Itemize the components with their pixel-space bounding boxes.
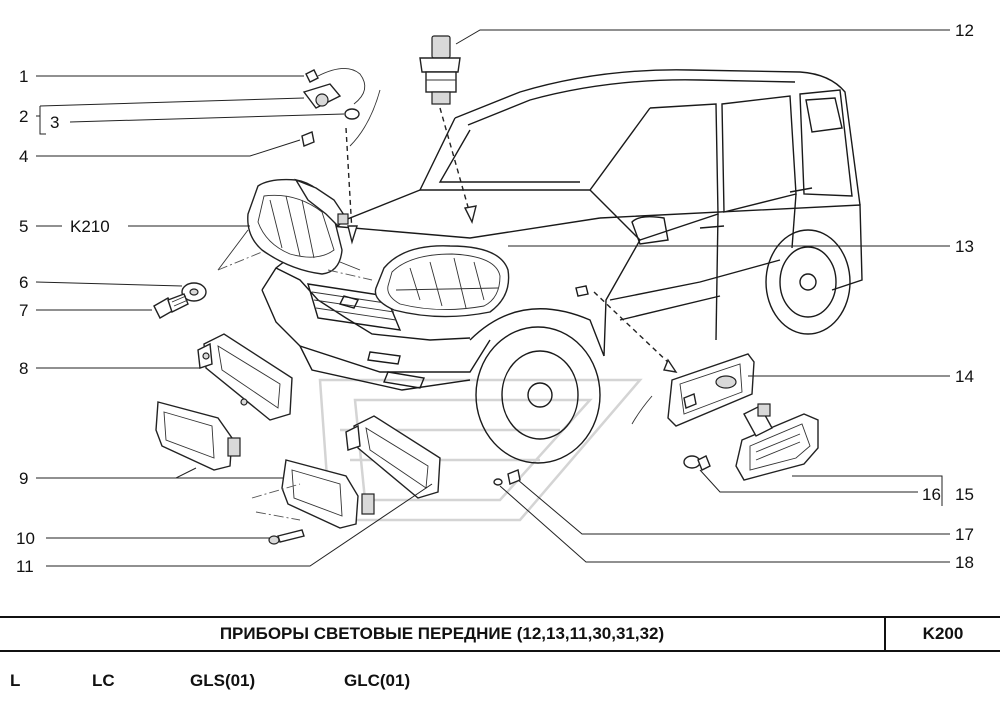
callout-9: 9 bbox=[19, 469, 28, 488]
vehicle-outline bbox=[261, 69, 863, 464]
page-code: K200 bbox=[922, 624, 964, 643]
title-divider bbox=[884, 618, 886, 650]
arrow-12 bbox=[439, 107, 471, 215]
callout-13: 13 bbox=[955, 237, 974, 256]
right-headlamp-installed bbox=[374, 245, 510, 318]
callout-12: 12 bbox=[955, 21, 974, 40]
variant-l: L bbox=[10, 671, 21, 690]
callout-5: 5 bbox=[19, 217, 28, 236]
callout-14: 14 bbox=[955, 367, 974, 386]
arrowhead-12 bbox=[463, 205, 477, 225]
arrowhead-1-4 bbox=[347, 225, 358, 245]
bulb-socket-12 bbox=[419, 35, 461, 105]
callout-labels: 1 2 3 4 5 K210 6 7 8 9 10 11 12 13 14 15… bbox=[16, 21, 974, 576]
variant-glc: GLC(01) bbox=[344, 671, 411, 690]
callout-11: 11 bbox=[16, 557, 34, 576]
diagram-title: ПРИБОРЫ СВЕТОВЫЕ ПЕРЕДНИЕ (12,13,11,30,3… bbox=[219, 624, 665, 643]
headlamp-k210 bbox=[217, 178, 361, 275]
fog-lamp-left bbox=[155, 401, 241, 471]
side-repeater-bracket bbox=[631, 353, 755, 427]
callout-15: 15 bbox=[955, 485, 974, 504]
callout-18: 18 bbox=[955, 553, 974, 572]
screw-17-washer-18 bbox=[493, 469, 521, 486]
callout-leaders bbox=[35, 29, 950, 567]
variant-lc: LC bbox=[92, 671, 115, 690]
callout-2: 2 bbox=[19, 107, 28, 126]
fog-lamp-right bbox=[281, 459, 375, 529]
title-bar: ПРИБОРЫ СВЕТОВЫЕ ПЕРЕДНИЕ (12,13,11,30,3… bbox=[0, 616, 1000, 652]
callout-6: 6 bbox=[19, 273, 28, 292]
variant-gls: GLS(01) bbox=[190, 671, 256, 690]
screw-10 bbox=[268, 529, 305, 545]
centerline-5 bbox=[217, 251, 373, 281]
callout-17: 17 bbox=[955, 525, 974, 544]
fog-lamp-bracket-left bbox=[197, 333, 293, 421]
arrowhead-14 bbox=[663, 358, 678, 373]
parts-diagram: 1 2 3 4 5 K210 6 7 8 9 10 11 12 13 14 15… bbox=[16, 21, 974, 576]
callout-1: 1 bbox=[19, 67, 28, 86]
callout-4: 4 bbox=[19, 147, 28, 166]
callout-5-code: K210 bbox=[70, 217, 110, 236]
callout-16: 16 bbox=[922, 485, 941, 504]
callout-7: 7 bbox=[19, 301, 28, 320]
washer-and-bolt bbox=[153, 282, 207, 319]
trim-variants: L LC GLS(01) GLC(01) bbox=[0, 668, 1000, 698]
side-repeater-lamp bbox=[735, 403, 819, 481]
bulb-16 bbox=[683, 455, 711, 471]
callout-3: 3 bbox=[50, 113, 59, 132]
centerline-9 bbox=[251, 483, 301, 521]
hardware-1-4 bbox=[301, 68, 381, 147]
callout-10: 10 bbox=[16, 529, 35, 548]
callout-8: 8 bbox=[19, 359, 28, 378]
